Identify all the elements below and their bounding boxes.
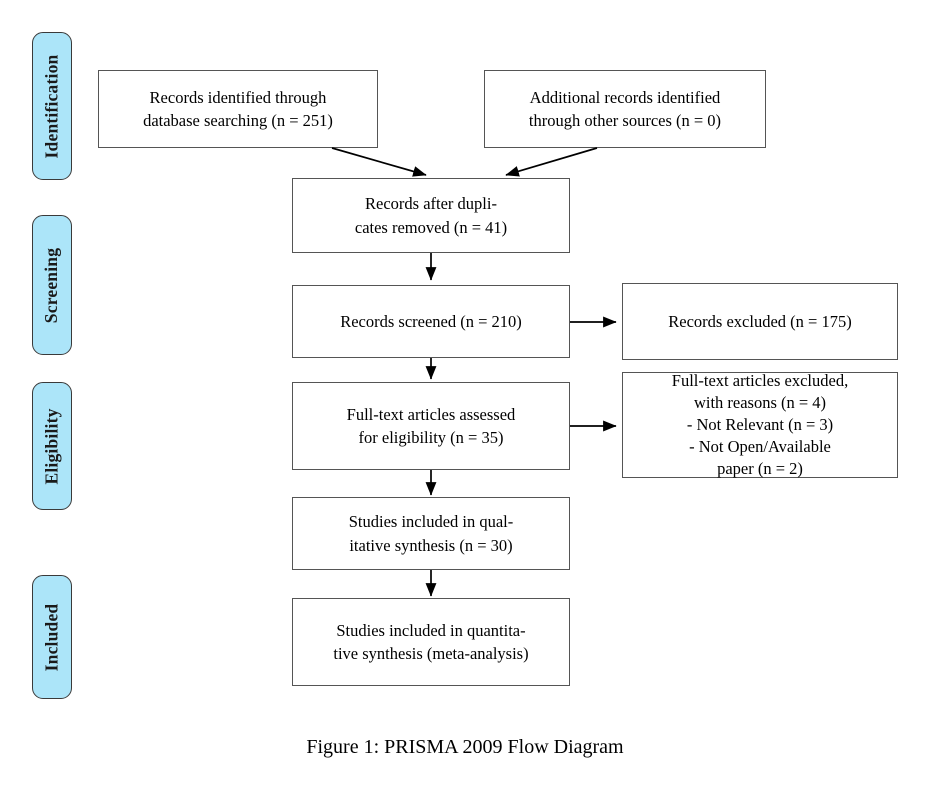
arrow-fulltext-to-qualitative [421,470,441,502]
stage-pill-eligibility: Eligibility [32,382,72,510]
stage-label-identification: Identification [41,54,62,158]
arrow-records-screened-to-excluded [570,312,626,332]
box-fulltext-articles-excluded: Full-text articles excluded, with reason… [622,371,898,478]
arrow-database-records-to-duplicates [330,146,440,182]
box-text-quantitative-synthesis: Studies included in quantita- tive synth… [333,620,529,663]
box-additional-records-other-sources: Additional records identified through ot… [484,70,766,148]
arrow-qualitative-to-quantitative [421,570,441,603]
stage-label-eligibility: Eligibility [41,407,62,485]
stage-pill-included: Included [32,575,72,699]
arrow-other-records-to-duplicates [492,146,602,182]
stage-label-included: Included [41,603,62,671]
figure-caption: Figure 1: PRISMA 2009 Flow Diagram [306,736,624,758]
box-records-identified-database: Records identified through database sear… [98,70,378,148]
box-text-fulltext-articles-assessed: Full-text articles assessed for eligibil… [346,404,516,447]
box-text-records-after-duplicates-removed: Records after dupli- cates removed (n = … [354,194,508,237]
arrow-duplicates-to-records-screened [421,253,441,287]
box-text-records-identified-database: Records identified through database sear… [143,87,333,130]
box-fulltext-articles-assessed: Full-text articles assessed for eligibil… [292,382,570,470]
box-text-records-excluded: Records excluded (n = 175) [668,311,852,331]
stage-label-screening: Screening [41,247,62,323]
box-records-after-duplicates-removed: Records after dupli- cates removed (n = … [292,178,570,253]
box-text-qualitative-synthesis: Studies included in qual- itative synthe… [348,512,514,555]
stage-pill-screening: Screening [32,215,72,355]
box-quantitative-synthesis: Studies included in quantita- tive synth… [292,598,570,686]
stage-pill-identification: Identification [32,32,72,180]
box-text-additional-records-other-sources: Additional records identified through ot… [528,87,722,130]
box-text-records-screened: Records screened (n = 210) [340,311,522,331]
box-qualitative-synthesis: Studies included in qual- itative synthe… [292,497,570,570]
arrow-fulltext-to-fulltext-excluded [570,416,626,436]
box-text-fulltext-articles-excluded: Full-text articles excluded, with reason… [671,371,849,478]
box-records-screened: Records screened (n = 210) [292,285,570,358]
arrow-records-screened-to-fulltext [421,358,441,386]
box-records-excluded: Records excluded (n = 175) [622,283,898,360]
